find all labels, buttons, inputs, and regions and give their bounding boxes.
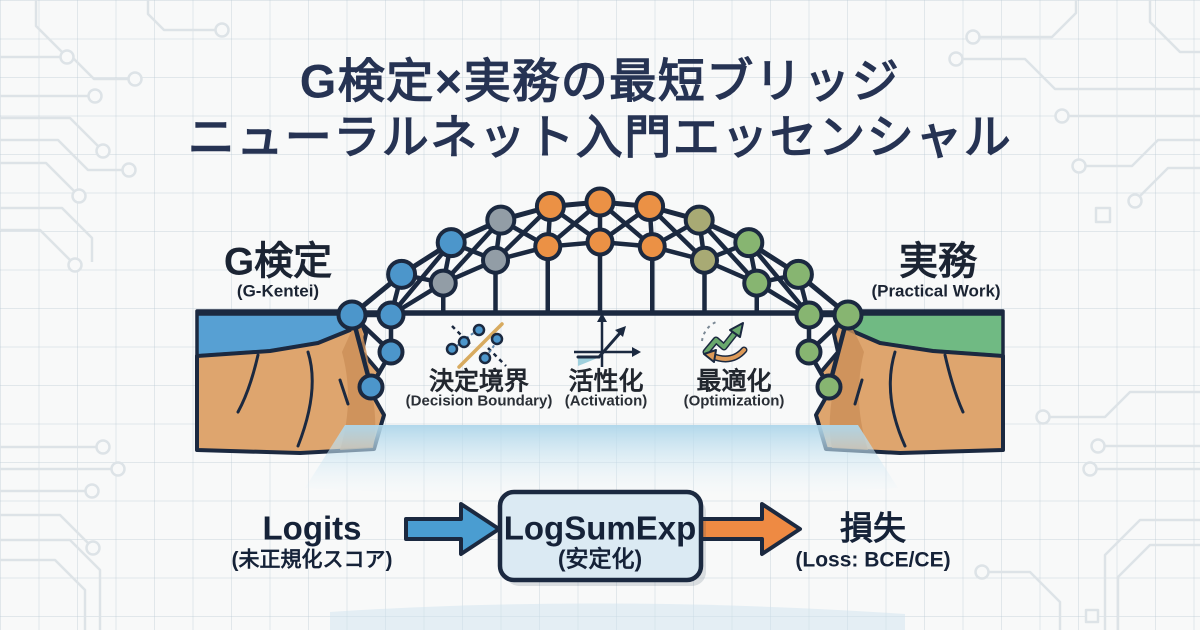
loss-label: 損失 bbox=[840, 509, 906, 547]
bridge-node bbox=[481, 245, 510, 275]
bridge-node bbox=[794, 300, 824, 330]
bridge-node bbox=[832, 299, 864, 331]
title-line-2: ニューラルネット入門エッセンシャル bbox=[187, 110, 1013, 164]
bottom-water-band bbox=[330, 603, 905, 630]
decision-boundary-icon bbox=[445, 322, 507, 369]
bridge-node bbox=[637, 232, 667, 262]
right-bank-label: 実務 bbox=[898, 240, 978, 284]
concept-optimization-sublabel: (Optimization) bbox=[683, 392, 785, 410]
bridge-node bbox=[733, 227, 765, 259]
bridge-node bbox=[584, 186, 616, 218]
logsumexp-label: LogSumExp bbox=[503, 509, 697, 547]
bridge-node bbox=[428, 268, 458, 298]
bridge-node bbox=[336, 299, 368, 331]
bridge-node bbox=[683, 204, 715, 236]
landscape bbox=[195, 309, 1005, 630]
flow-arrow-blue bbox=[404, 502, 501, 556]
loss-sublabel: (Loss: BCE/CE) bbox=[795, 548, 951, 572]
optimization-icon bbox=[701, 321, 748, 363]
left-bank-label: G検定 bbox=[223, 240, 333, 284]
bridge-node bbox=[782, 258, 814, 290]
logsumexp-sublabel: (安定化) bbox=[557, 545, 643, 572]
bridge-edge bbox=[746, 240, 812, 318]
bridge-node bbox=[634, 191, 666, 223]
bridge-node bbox=[376, 300, 406, 330]
bridge-node bbox=[357, 373, 385, 401]
concept-optimization-label: 最適化 bbox=[696, 367, 772, 396]
bridge-node bbox=[795, 338, 823, 366]
river-mist bbox=[305, 425, 898, 497]
logits-sublabel: (未正規化スコア) bbox=[231, 548, 393, 572]
concept-decision-boundary-label: 決定境界 bbox=[428, 367, 530, 396]
bridge-node bbox=[534, 191, 566, 223]
bridge-node bbox=[435, 227, 467, 259]
left-cliff bbox=[195, 312, 386, 455]
bridge-node bbox=[585, 227, 615, 257]
bridge-node bbox=[533, 232, 563, 262]
concept-activation-sublabel: (Activation) bbox=[564, 392, 648, 410]
bridge-node bbox=[815, 373, 843, 401]
cliff-cracks bbox=[236, 350, 965, 448]
bridge-node bbox=[377, 338, 405, 366]
neural-network-bridge bbox=[197, 186, 1003, 401]
logsumexp-box bbox=[497, 489, 704, 583]
right-cliff bbox=[814, 312, 1005, 455]
flow-arrow-orange bbox=[697, 502, 802, 556]
logits-label: Logits bbox=[262, 509, 362, 547]
left-bank-sublabel: (G-Kentei) bbox=[236, 281, 320, 301]
bridge-node bbox=[386, 258, 418, 290]
bridge-node bbox=[485, 204, 517, 236]
activation-icon bbox=[574, 313, 641, 367]
concept-decision-boundary-sublabel: (Decision Boundary) bbox=[405, 392, 553, 410]
bridge-node bbox=[742, 268, 772, 298]
concept-activation-label: 活性化 bbox=[568, 367, 644, 396]
right-bank-sublabel: (Practical Work) bbox=[871, 281, 1001, 301]
title-line-1: G検定×実務の最短ブリッジ bbox=[299, 54, 901, 108]
left-cliff-shade bbox=[340, 316, 376, 450]
bridge-node bbox=[690, 245, 719, 275]
flow-diagram bbox=[404, 489, 802, 586]
